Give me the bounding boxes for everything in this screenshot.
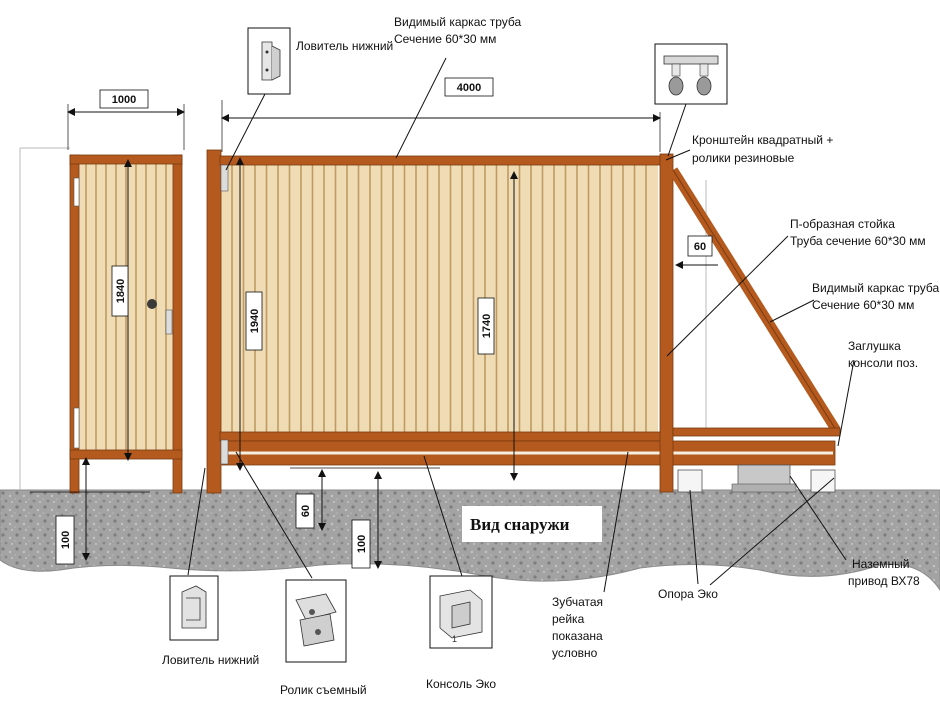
dim-text-clearance-left: 100	[60, 531, 72, 549]
leader-visible-frame-top	[395, 57, 447, 159]
svg-text:Заглушка: Заглушка	[848, 339, 901, 353]
gate-post-right	[659, 153, 674, 493]
svg-text:Зубчатая: Зубчатая	[552, 595, 603, 609]
dim-text-ground-gap: 60	[300, 505, 312, 517]
leader-console	[423, 455, 463, 577]
dim-box-ground-gap	[295, 493, 315, 529]
support-eco-right	[810, 469, 836, 493]
lower-catcher-bottom-icon	[169, 575, 219, 641]
sliding-gate	[206, 149, 841, 494]
console-frame-top	[672, 427, 841, 437]
catcher-bottom-label: Ловитель нижний	[162, 653, 259, 667]
dimensions: 1000 4000 1840 1940 1740 60 100 60	[30, 77, 718, 569]
svg-text:1: 1	[452, 634, 457, 644]
leader-end-cap	[837, 359, 855, 447]
svg-text:привод ВХ78: привод ВХ78	[848, 574, 920, 588]
leader-catcher-top	[225, 91, 267, 171]
svg-text:Видимый каркас труба: Видимый каркас труба	[394, 15, 521, 29]
bracket-label: Кронштейн квадратный + ролики резиновые	[692, 133, 833, 165]
dim-text-bracket-offset: 60	[694, 241, 706, 253]
visible-frame-top-label: Видимый каркас труба Сечение 60*30 мм	[394, 15, 521, 46]
svg-text:Наземный: Наземный	[852, 557, 909, 571]
wicket-frame-right	[172, 154, 183, 494]
leader-lines	[187, 57, 855, 593]
dim-box-clearance-mid	[351, 519, 371, 569]
dim-text-wicket-width: 1000	[112, 94, 136, 106]
dim-box-gate-width	[444, 77, 494, 97]
svg-text:Труба сечение 60*30 мм: Труба сечение 60*30 мм	[790, 234, 926, 248]
svg-text:Сечение 60*30 мм: Сечение 60*30 мм	[394, 32, 496, 46]
leader-drive	[789, 475, 847, 561]
svg-text:Видимый каркас труба: Видимый каркас труба	[812, 281, 939, 295]
bracket-rollers-icon	[654, 43, 728, 105]
leader-catcher-bottom	[187, 467, 206, 576]
dim-text-panel-height: 1740	[481, 314, 493, 338]
wicket	[69, 154, 183, 494]
leader-bracket	[667, 103, 687, 157]
leader-support	[689, 489, 699, 585]
wicket-hinge-bottom	[73, 407, 80, 449]
removable-roller-icon	[285, 579, 347, 663]
svg-text:П-образная стойка: П-образная стойка	[790, 217, 895, 231]
dim-box-frame-height	[245, 291, 263, 351]
catcher-bottom-plate	[220, 439, 229, 465]
dim-text-gate-width: 4000	[457, 82, 481, 94]
dim-box-wicket-width	[99, 89, 149, 109]
console-label: Консоль Эко	[426, 677, 496, 691]
view-label-box	[462, 506, 602, 542]
support-eco-left	[677, 469, 703, 493]
view-outside-label: Вид снаружи	[470, 515, 570, 534]
dim-text-clearance-mid: 100	[356, 535, 368, 553]
support-label: Опора Эко	[658, 587, 718, 601]
svg-text:ролики резиновые: ролики резиновые	[692, 151, 795, 165]
dim-text-frame-height: 1940	[249, 309, 261, 333]
svg-text:Сечение 60*30 мм: Сечение 60*30 мм	[812, 298, 914, 312]
gate-frame-top	[219, 155, 671, 166]
leader-roller	[235, 451, 313, 579]
drive-label: Наземный привод ВХ78	[848, 557, 920, 588]
wicket-frame-bottom	[69, 449, 183, 460]
visible-frame-right-label: Видимый каркас труба Сечение 60*30 мм	[812, 281, 939, 312]
post-label: П-образная стойка Труба сечение 60*30 мм	[790, 217, 926, 248]
wicket-frame-top	[69, 154, 183, 165]
leader-visible-frame-right	[769, 299, 815, 323]
rack-label: Зубчатая рейка показана условно	[552, 595, 603, 660]
wicket-pickets	[85, 164, 167, 450]
svg-text:консоли поз.: консоли поз.	[848, 356, 918, 370]
roller-label: Ролик съемный	[280, 683, 367, 697]
svg-text:Кронштейн квадратный +: Кронштейн квадратный +	[692, 133, 833, 147]
gate-post-left	[206, 149, 222, 494]
dim-text-wicket-height: 1840	[115, 279, 127, 303]
svg-text:показана: показана	[552, 629, 603, 643]
gate-frame-bottom	[219, 431, 671, 442]
leader-rack	[603, 451, 629, 593]
dim-box-panel-height	[477, 297, 495, 355]
wicket-lock-icon	[147, 299, 157, 309]
gate-pickets	[231, 165, 647, 432]
leader-post	[666, 235, 789, 357]
dim-box-clearance-left	[55, 515, 75, 565]
ground-drive-base	[731, 483, 797, 493]
svg-text:рейка: рейка	[552, 612, 585, 626]
wicket-latch-plate	[165, 309, 173, 335]
gate-diagonal-brace-edge	[672, 169, 837, 431]
wicket-hinge-top	[73, 177, 80, 207]
leader-drive-2	[709, 477, 835, 586]
catcher-top-label: Ловитель нижний	[296, 39, 393, 53]
dim-box-wicket-height	[111, 265, 129, 317]
console-eco-icon: 1	[429, 575, 493, 649]
lower-catcher-icon	[247, 27, 291, 95]
end-cap-label: Заглушка консоли поз.	[848, 339, 918, 370]
dim-box-bracket-offset	[687, 235, 713, 257]
catcher-top-plate	[220, 164, 229, 192]
leader-bracket-text	[665, 149, 691, 161]
svg-text:условно: условно	[552, 646, 598, 660]
